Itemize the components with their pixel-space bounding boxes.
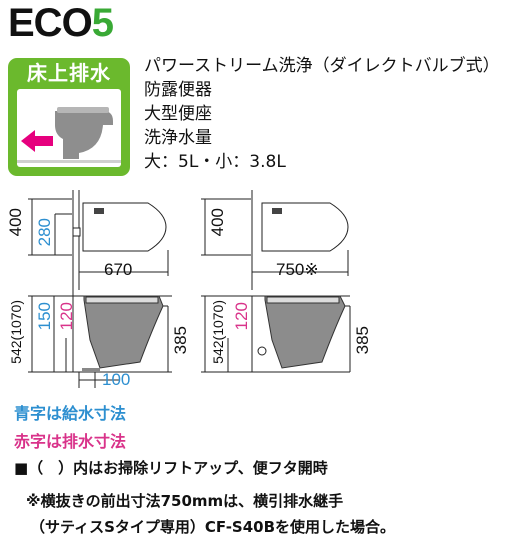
dim-left-top-supply: 280 bbox=[35, 218, 54, 247]
feature-item: 大：5L・小：3.8L bbox=[144, 152, 286, 172]
brand-prefix: ECO bbox=[8, 1, 93, 45]
dim-left-side-supply: 150 bbox=[35, 302, 54, 331]
dim-left-side-offset: 100 bbox=[102, 370, 131, 389]
dim-left-top-length: 670 bbox=[104, 260, 133, 279]
feature-list: パワーストリーム洗浄（ダイレクトバルブ式） 防露便器 大型便座 洗浄水量 大：5… bbox=[144, 54, 500, 174]
dim-right-top-height: 400 bbox=[208, 208, 227, 237]
brand-number: 5 bbox=[91, 1, 114, 45]
dim-right-side-overall: 542(1070) bbox=[210, 300, 226, 364]
note-lift-up: ■（ ）内はお掃除リフトアップ、便フタ開時 bbox=[14, 459, 328, 477]
toilet-drain-icon bbox=[17, 107, 121, 163]
badge-label: 床上排水 bbox=[27, 61, 111, 85]
note-side-drain: ※横抜きの前出寸法750mmは、横引排水継手 bbox=[26, 492, 344, 510]
dimension-drawings bbox=[28, 190, 351, 388]
feature-item: 洗浄水量 bbox=[144, 128, 212, 148]
note-joint-model: （サティスSタイプ専用）CF-S40Bを使用した場合。 bbox=[30, 518, 396, 536]
dim-right-side-drain: 120 bbox=[232, 302, 251, 331]
feature-item: 防露便器 bbox=[144, 80, 212, 100]
dim-left-side-height: 385 bbox=[171, 326, 190, 355]
dim-left-side-drain: 120 bbox=[57, 302, 76, 331]
dim-left-top-height: 400 bbox=[6, 208, 25, 237]
feature-item: パワーストリーム洗浄（ダイレクトバルブ式） bbox=[144, 56, 500, 76]
badge-illustration bbox=[17, 89, 121, 167]
dim-right-side-height: 385 bbox=[353, 326, 372, 355]
dim-right-top-length: 750※ bbox=[276, 260, 319, 279]
eco-brand-title: ECO5 bbox=[8, 0, 114, 46]
dim-left-side-overall: 542(1070) bbox=[8, 300, 24, 364]
feature-item: 大型便座 bbox=[144, 104, 212, 124]
legend-drain: 赤字は排水寸法 bbox=[14, 432, 127, 451]
legend-supply: 青字は給水寸法 bbox=[14, 404, 127, 423]
floor-drain-badge: 床上排水 bbox=[8, 58, 130, 176]
